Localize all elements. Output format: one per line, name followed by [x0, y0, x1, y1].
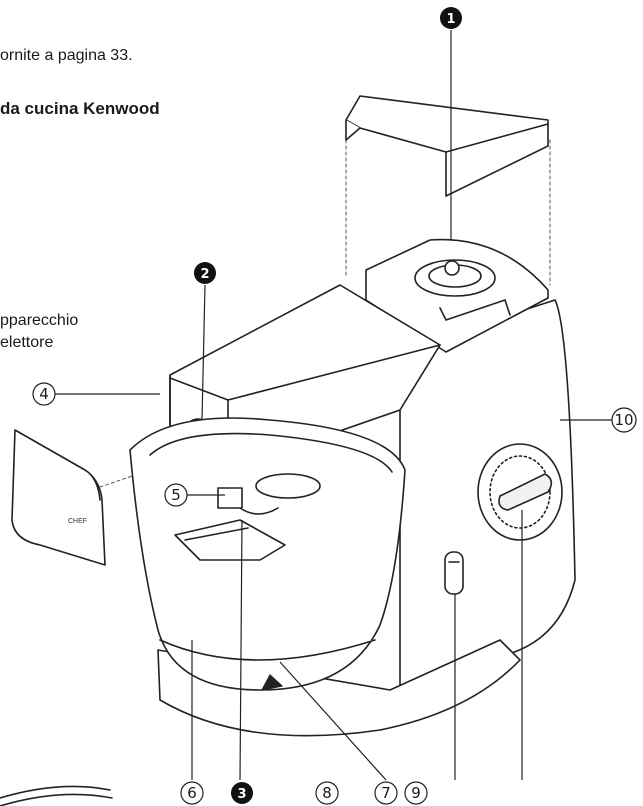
leader-lines: [55, 30, 612, 781]
callout-10: 10: [611, 407, 637, 433]
section-heading: da cucina Kenwood: [0, 99, 160, 118]
callout-10-number: 10: [614, 411, 633, 429]
callout-9: 9: [404, 781, 428, 805]
release-lever: [444, 551, 464, 595]
callout-5-number: 5: [171, 486, 181, 504]
splash-guard: CHEF: [11, 429, 106, 566]
callout-3: 3: [231, 782, 253, 804]
outlet-cover: [345, 95, 549, 197]
beater: [174, 473, 321, 561]
mixer-base: [157, 639, 521, 737]
callout-1: 1: [440, 7, 462, 29]
callout-3-number: 3: [237, 787, 246, 802]
callout-8: 8: [315, 781, 339, 805]
callout-6: 6: [180, 781, 204, 805]
intro-text: ornite a pagina 33.: [0, 47, 133, 64]
side-text: pparecchio elettore: [0, 310, 78, 354]
mixer-arm: [169, 284, 441, 461]
callout-2-number: 2: [200, 267, 209, 282]
callout-1-number: 1: [446, 12, 455, 27]
callout-7-number: 7: [381, 784, 391, 802]
callout-5: 5: [164, 483, 188, 507]
callout-7: 7: [374, 781, 398, 805]
callout-2: 2: [194, 262, 216, 284]
mixer-head-top: [365, 238, 549, 353]
side-text-line-1: pparecchio: [0, 312, 79, 329]
callout-8-number: 8: [322, 784, 332, 802]
side-text-line-2: elettore: [0, 334, 54, 351]
speed-dial: [477, 443, 563, 541]
callout-9-number: 9: [411, 784, 421, 802]
callout-4-number: 4: [39, 385, 49, 403]
accessory-edge: [0, 785, 113, 806]
bowl-badge: CHEF: [68, 518, 87, 525]
callout-6-number: 6: [187, 784, 197, 802]
callout-4: 4: [32, 382, 56, 406]
